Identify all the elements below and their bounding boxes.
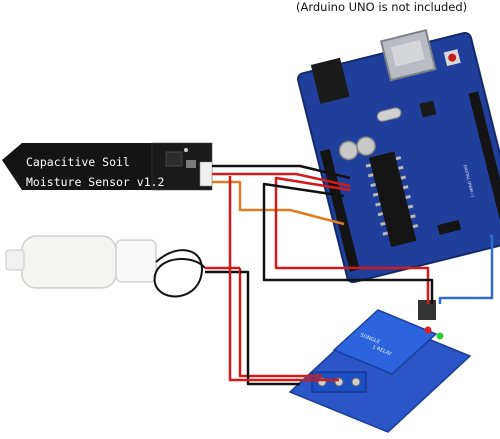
wire-relay-gnd-black — [262, 182, 434, 304]
wire-pump-black — [240, 270, 300, 386]
wire-sensor-black — [212, 164, 351, 180]
sensor-label-line2: Moisture Sensor v1.2 — [26, 175, 164, 189]
relay-module: SONGLE 1 RELAY — [288, 300, 472, 433]
power-analog-header — [319, 148, 360, 272]
water-pump — [5, 235, 240, 298]
power-jack — [310, 57, 350, 104]
wire-supply-red — [228, 176, 339, 382]
arduino-uno-board: DIGITAL (PWM~) — [297, 28, 500, 284]
wires — [212, 164, 494, 386]
digital-header — [468, 91, 500, 230]
wire-pump-red — [238, 268, 322, 378]
wire-relay-signal-blue — [438, 234, 494, 304]
wire-sensor-red — [212, 172, 351, 188]
soil-moisture-sensor: Capacitive Soil Moisture Sensor v1.2 — [2, 142, 213, 191]
caption-note: (Arduino UNO is not included) — [296, 0, 468, 14]
relay-led-red — [424, 326, 432, 334]
atmega-chip — [368, 151, 417, 248]
relay-led-green — [436, 332, 444, 340]
sensor-connector — [199, 161, 213, 187]
sensor-label-line1: Capacitive Soil — [26, 155, 130, 169]
pump-cable — [153, 249, 206, 298]
relay-input-pins — [418, 300, 436, 320]
